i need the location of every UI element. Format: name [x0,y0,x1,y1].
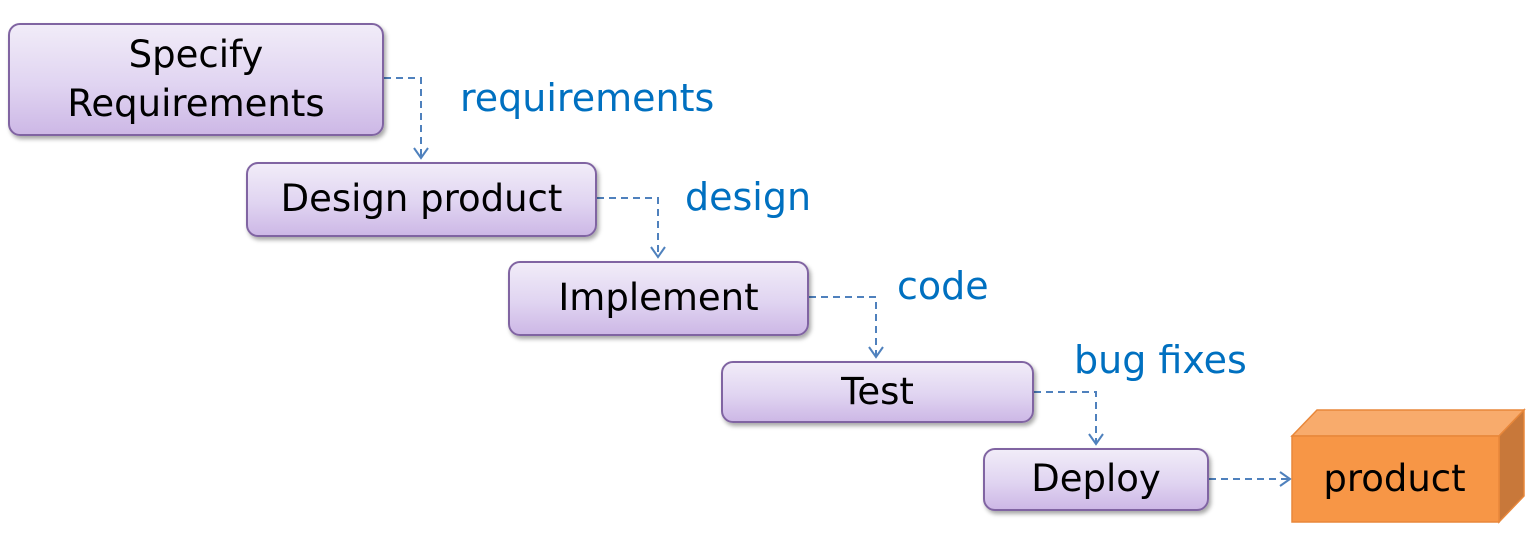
stage-specify-requirements: Specify Requirements [8,23,384,136]
product-cube [1290,408,1526,524]
arrowhead-icon [413,147,429,160]
stage-label: Implement [558,276,759,320]
stage-label: Design product [280,177,563,221]
stage-test: Test [721,361,1034,423]
stage-label: Deploy [1031,457,1161,501]
stage-implement: Implement [508,261,809,336]
connector-code [809,296,877,355]
arrowhead-icon [1088,433,1104,446]
artifact-bug-fixes: bug fixes [1074,338,1247,382]
stage-label-line1: Specify [128,33,264,77]
stage-deploy: Deploy [983,448,1209,511]
stage-label-line2: Requirements [67,81,325,125]
connector-requirements [384,77,422,156]
product-label: product [1323,457,1466,500]
arrowhead-icon [868,346,884,359]
artifact-code: code [897,264,989,308]
connector-design [597,197,659,255]
connector-bug-fixes [1034,391,1097,442]
stage-design-product: Design product [246,162,597,237]
artifact-requirements: requirements [460,76,715,120]
arrowhead-icon [650,246,666,259]
stage-label: Test [841,369,914,413]
arrowhead-icon [1279,471,1292,487]
artifact-design: design [685,175,812,219]
